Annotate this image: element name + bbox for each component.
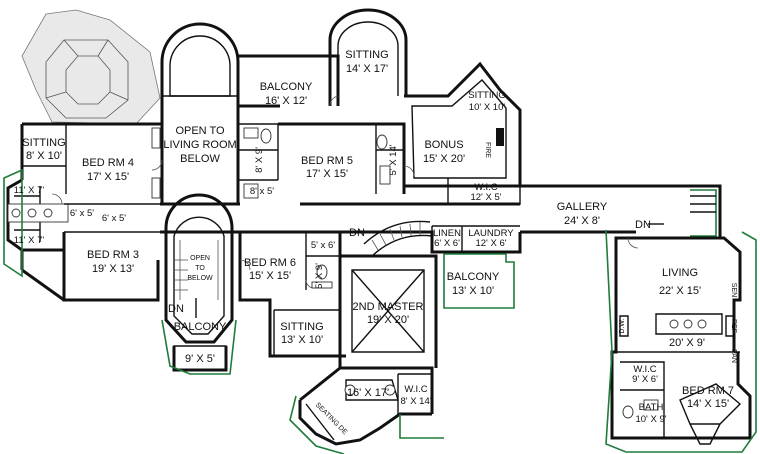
label-open-to-1: OPEN TO — [175, 125, 225, 137]
label-balcony-low-dim: 9' X 5' — [185, 353, 215, 365]
label-balcony-mid-dim: 13' X 10' — [452, 285, 494, 297]
label-bed4-dim: 17' X 15' — [87, 171, 129, 183]
mark-pantry: PAN — [730, 349, 737, 363]
label-kitchen-dim: 20' X 9' — [669, 337, 705, 349]
label-master: 2ND MASTER — [353, 301, 424, 313]
walls-gallery — [520, 184, 722, 240]
mark-dw: D.W. — [619, 318, 626, 333]
label-master-dim: 19' X 20' — [367, 314, 409, 326]
label-bed7-dim: 14' X 15' — [687, 398, 729, 410]
label-bed3-dim: 19' X 13' — [92, 263, 134, 275]
dim-8x9: 8' X 9' — [254, 147, 265, 173]
label-sitting-right: SITTING — [468, 90, 505, 101]
label-sitting-top-dim: 14' X 17' — [346, 63, 388, 75]
label-sitting-master-dim: 13' X 10' — [281, 334, 323, 346]
walls-master — [273, 254, 438, 446]
label-sitting-master: SITTING — [280, 321, 323, 333]
label-open-below-1: OPEN — [190, 255, 210, 262]
label-sitting-top: SITTING — [345, 49, 388, 61]
label-bonus: BONUS — [424, 139, 463, 151]
label-linen-dim: 6' X 6' — [434, 238, 460, 249]
label-wic-upper: W.I.C — [474, 182, 497, 193]
dim-8x5: 8' x 5' — [250, 186, 274, 197]
label-balcony-top-dim: 16' X 12' — [265, 95, 307, 107]
label-bed5: BED RM 5 — [301, 155, 353, 167]
label-wic-upper-dim: 12' X 5' — [470, 192, 501, 203]
label-open-below-3: BELOW — [187, 275, 213, 282]
label-wic-low: W.I.C — [404, 384, 427, 395]
walls-open-below — [164, 193, 234, 372]
label-laundry-dim: 12' X 6' — [475, 238, 506, 249]
dim-5x6: 5' x 6' — [311, 240, 335, 251]
mark-fire: FIRE — [484, 142, 491, 158]
label-bed6-dim: 15' X 15' — [249, 270, 291, 282]
dim-5x14: 5' X 14' — [388, 144, 399, 175]
dim-5x9: 5' X 9' — [314, 263, 325, 289]
roof-hatch-left — [45, 39, 129, 119]
mark-sen: SEN — [730, 283, 737, 297]
balcony-mid-deck — [443, 253, 515, 309]
label-sitting-left-dim: 8' X 10' — [26, 150, 62, 162]
label-sitting-left: SITTING — [22, 137, 65, 149]
mark-ref: REF — [730, 319, 737, 333]
label-linen: LINEN — [433, 228, 461, 239]
mark-dn-stair-mid: DN — [349, 227, 365, 239]
label-balcony-low: BALCONY — [174, 321, 227, 333]
label-bed5-dim: 17' X 15' — [306, 168, 348, 180]
label-wic-low-dim: 8' X 14' — [400, 396, 431, 407]
mark-dn-gallery: DN — [635, 219, 651, 231]
dn-arrows — [195, 223, 664, 318]
roof-area-left — [21, 9, 161, 125]
mark-seating: SEATING DE — [314, 402, 349, 437]
label-sitting-right-dim: 10' X 10' — [469, 102, 506, 113]
label-laundry: LAUNDRY — [468, 228, 514, 239]
label-master-bath-dim: 16' X 17' — [347, 387, 389, 399]
label-living: LIVING — [662, 267, 698, 279]
walls-right-wing — [610, 236, 752, 445]
dim-11x7-top: 11' X 7' — [14, 185, 45, 196]
room-labels: SITTING 14' X 17' BALCONY 16' X 12' SITT… — [22, 49, 734, 425]
label-wic-right-dim: 9' X 6' — [632, 374, 658, 385]
label-balcony-top: BALCONY — [260, 81, 313, 93]
label-bonus-dim: 15' X 20' — [423, 153, 465, 165]
label-gallery: GALLERY — [557, 201, 608, 213]
deck-outlines — [3, 168, 757, 454]
mark-dn-stair-left: DN — [168, 303, 184, 315]
label-bed3: BED RM 3 — [87, 249, 139, 261]
label-living-dim: 22' X 15' — [659, 285, 701, 297]
label-wic-right: W.I.C — [633, 364, 656, 375]
label-bath-right: BATH — [639, 402, 664, 413]
label-open-to-2: LIVING ROOM — [163, 139, 236, 151]
label-open-to-3: BELOW — [180, 153, 220, 165]
label-gallery-dim: 24' X 8' — [564, 215, 600, 227]
label-bed7: BED RM 7 — [682, 385, 734, 397]
label-bed4: BED RM 4 — [82, 157, 134, 169]
dim-6x5-a: 6' x 5' — [70, 208, 94, 219]
dim-11x7-bot: 11' X 7' — [14, 235, 45, 246]
label-bed6: BED RM 6 — [244, 257, 296, 269]
label-bath-right-dim: 10' X 9' — [635, 414, 666, 425]
small-dims: 11' X 7' 11' X 7' 6' x 5' 6' x 5' 8' X 9… — [14, 144, 399, 289]
dim-6x5-b: 6' x 5' — [102, 213, 126, 224]
label-balcony-mid: BALCONY — [447, 271, 500, 283]
label-open-below-2: TO — [195, 265, 205, 272]
bath-fixtures — [151, 127, 659, 419]
